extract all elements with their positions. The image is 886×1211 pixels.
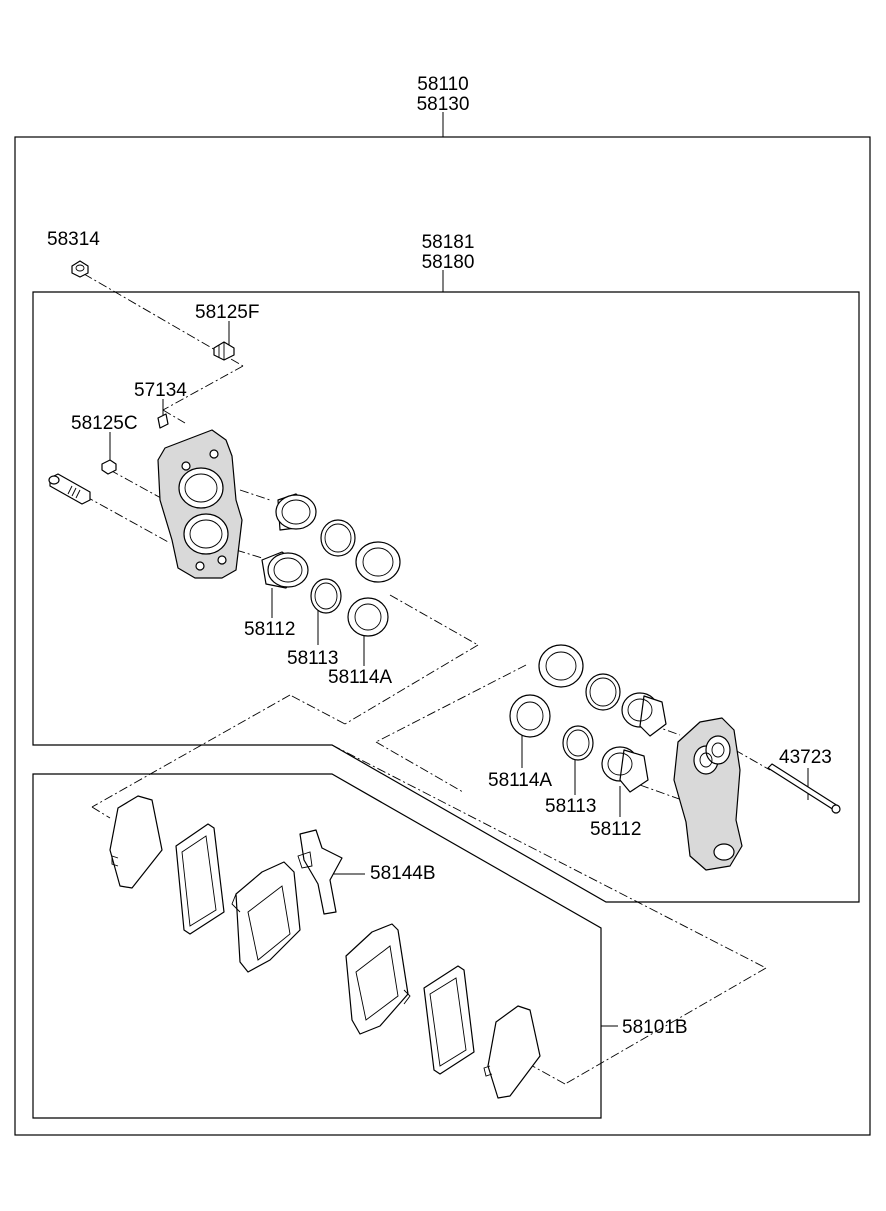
label-assembly-2: 58130: [417, 94, 470, 115]
piston-left-lower: [261, 551, 309, 589]
pad-shim-3: [423, 965, 475, 1075]
bleeder-screw-part: [213, 341, 235, 361]
label-assembly-1: 58110: [417, 74, 468, 95]
label-piston-left: 58112: [244, 619, 295, 640]
bleeder-cap-part: [71, 260, 89, 278]
label-bleeder-screw: 58125F: [195, 302, 259, 323]
pad-shim-2: [175, 823, 225, 935]
piston-left-upper: [275, 493, 317, 531]
label-piston-right: 58112: [590, 819, 641, 840]
pad-shim-1: [109, 795, 163, 889]
label-piston-seal-right: 58113: [545, 796, 596, 817]
caliper-half-right: [673, 717, 743, 871]
label-caliper-body-2: 58180: [422, 252, 475, 273]
label-clip: 58125C: [71, 413, 138, 434]
clip-part: [101, 459, 117, 475]
dust-boot-right-lower: [509, 694, 551, 738]
pad-shim-4: [483, 1005, 541, 1099]
assembly-dash-lines: [83, 273, 771, 1085]
piston-seal-right-upper: [585, 673, 621, 711]
piston-seal-left-upper: [320, 519, 356, 557]
dust-boot-right-upper: [538, 644, 584, 688]
pad-spring-part: [297, 829, 343, 915]
pad-kit-frame: [32, 773, 602, 1119]
dust-boot-left-upper: [355, 541, 401, 583]
caliper-half-left: [157, 429, 243, 579]
label-bleeder-cap: 58314: [47, 229, 100, 250]
pad-pin-part: [767, 763, 841, 814]
caliper-frame: [32, 291, 860, 903]
dust-boot-left-lower: [347, 597, 389, 637]
brake-pad-2: [345, 923, 411, 1035]
mounting-bolt-part: [48, 473, 91, 505]
brake-pad-1: [231, 861, 301, 973]
label-pad-spring: 58144B: [370, 863, 436, 884]
piston-seal-right-lower: [562, 725, 594, 761]
part-labels: 58110 58130 58181 58180 58314 58125F 571…: [47, 74, 832, 1038]
label-dust-boot-left: 58114A: [328, 667, 392, 688]
label-pad-kit: 58101B: [622, 1017, 688, 1038]
label-spring-pin: 57134: [134, 380, 187, 401]
label-caliper-body-1: 58181: [422, 232, 475, 253]
label-piston-seal-left: 58113: [287, 648, 338, 669]
piston-right-lower: [601, 746, 649, 793]
label-dust-boot-right: 58114A: [488, 770, 552, 791]
piston-seal-left-lower: [310, 578, 342, 614]
leader-lines: [109, 112, 809, 1027]
spring-pin-part: [157, 413, 169, 429]
label-pad-pin: 43723: [779, 747, 832, 768]
piston-right-upper: [621, 692, 667, 737]
